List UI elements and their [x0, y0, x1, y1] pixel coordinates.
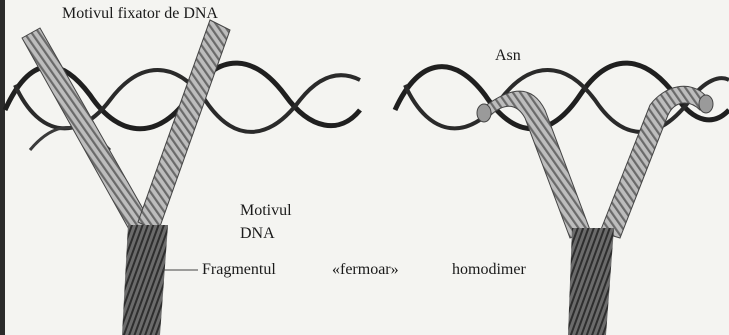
right-zipper-stem [568, 228, 614, 335]
left-helix-arm-1 [22, 28, 155, 240]
zipper-label: «fermoar» [332, 260, 399, 279]
homodimer-label: homodimer [452, 260, 526, 279]
dna-motif-label: Motivul DNA [240, 201, 292, 243]
dna-motif-label-line-1: Motivul [240, 201, 292, 220]
fragment-label: Fragmentul [202, 260, 276, 279]
asn-label: Asn [495, 46, 521, 65]
left-zipper-stem [122, 225, 168, 335]
right-helix-cap-left [477, 104, 491, 122]
right-helix-cap-right [699, 95, 713, 113]
dna-motif-label-line-2: DNA [240, 224, 292, 243]
dna-binding-motif-label: Motivul fixator de DNA [62, 4, 218, 23]
left-dimer-helices [22, 20, 230, 335]
